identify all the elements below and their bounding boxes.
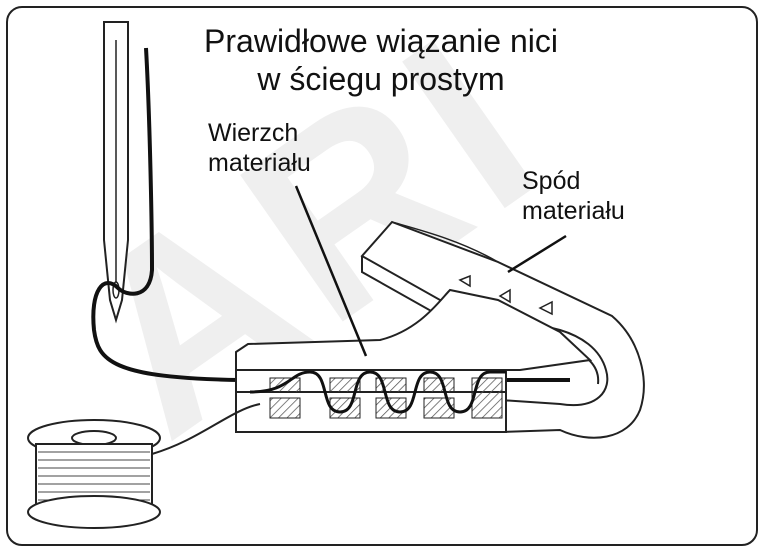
- bobbin: [27, 419, 161, 529]
- diagram-title-line2: w ściegu prostym: [257, 61, 505, 97]
- needle: [103, 21, 129, 324]
- bobbin-thread: [151, 403, 261, 455]
- diagram-title-line1: Prawidłowe wiązanie nici: [204, 23, 558, 59]
- leader-line-bottom-fabric: [507, 234, 567, 274]
- label-bottom-fabric-line2: materiału: [522, 197, 625, 225]
- top-fabric: [235, 288, 593, 433]
- label-bottom-fabric-line1: Spód: [522, 167, 581, 195]
- label-top-fabric-line1: Wierzch: [208, 119, 299, 147]
- upper-thread: [91, 47, 570, 382]
- leader-line-top-fabric: [294, 185, 368, 357]
- label-top-fabric-line2: materiału: [208, 149, 311, 177]
